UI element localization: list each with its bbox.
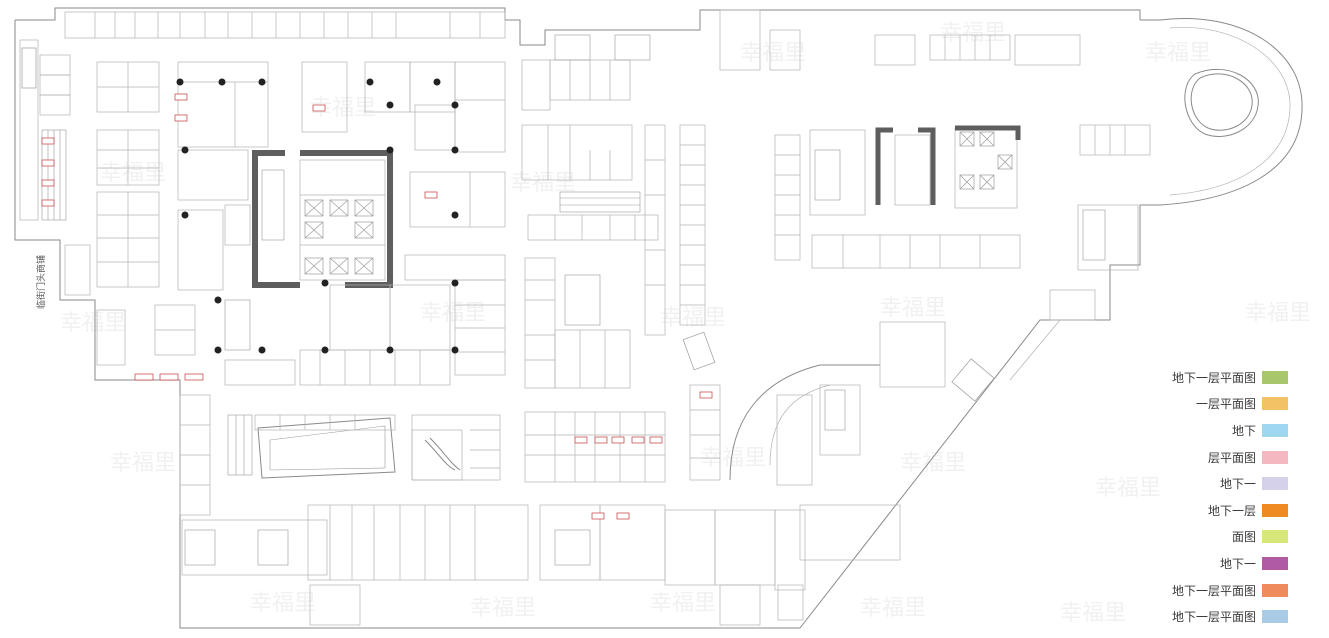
center-right-shops xyxy=(521,34,666,389)
legend-swatch xyxy=(1262,477,1288,491)
east-cores xyxy=(719,9,1139,271)
middle-shops xyxy=(224,61,506,386)
watermark: 幸福里 xyxy=(100,161,166,186)
legend-swatch xyxy=(1262,556,1288,570)
left-block-shops xyxy=(64,61,196,366)
legend-label: 地下一 xyxy=(1219,477,1256,492)
watermarks: 幸福里 幸福里 幸福里 幸福里 幸福里 幸福里 幸福里 幸福里 幸福里 幸福里 … xyxy=(60,21,1311,626)
legend-item: 地下一层平面图 xyxy=(1148,577,1288,604)
legend-label: 面图 xyxy=(1231,530,1256,545)
legend-label: 地下一层平面图 xyxy=(1171,583,1256,598)
legend-label: 地下一层平面图 xyxy=(1171,610,1256,625)
side-vertical-label: 临街门头商铺 xyxy=(35,255,47,309)
structural-columns xyxy=(176,78,459,354)
watermark: 幸福里 xyxy=(1145,41,1211,66)
map-legend: 地下一层平面图一层平面图地下层平面图地下一地下一层面图地下一地下一层平面图地下一… xyxy=(1148,364,1288,630)
watermark: 幸福里 xyxy=(880,296,946,321)
top-shop-row xyxy=(64,11,506,39)
legend-item: 地下一 xyxy=(1148,550,1288,577)
legend-label: 地下一层平面图 xyxy=(1171,370,1256,385)
lower-right-units xyxy=(682,289,1096,486)
watermark: 幸福里 xyxy=(660,306,726,331)
legend-swatch xyxy=(1262,450,1288,464)
upper-left-anchor xyxy=(177,61,348,291)
legend-label: 一层平面图 xyxy=(1195,397,1256,412)
service-bays xyxy=(679,34,1151,326)
watermark: 幸福里 xyxy=(1060,601,1126,626)
legend-label: 地下一层 xyxy=(1207,503,1256,518)
legend-item: 层平面图 xyxy=(1148,444,1288,471)
legend-swatch xyxy=(1262,370,1288,384)
watermark: 幸福里 xyxy=(110,451,176,476)
legend-item: 地下一层平面图 xyxy=(1148,603,1288,630)
watermark: 幸福里 xyxy=(740,41,806,66)
legend-item: 一层平面图 xyxy=(1148,391,1288,418)
legend-item: 地下 xyxy=(1148,417,1288,444)
legend-swatch xyxy=(1262,397,1288,411)
watermark: 幸福里 xyxy=(470,596,536,621)
legend-item: 面图 xyxy=(1148,524,1288,551)
legend-swatch xyxy=(1262,530,1288,544)
lower-mall xyxy=(179,394,901,626)
legend-label: 地下一 xyxy=(1219,556,1256,571)
legend-item: 地下一 xyxy=(1148,470,1288,497)
legend-swatch xyxy=(1262,423,1288,437)
legend-swatch xyxy=(1262,610,1288,624)
building-outline xyxy=(14,7,1303,629)
left-shop-strip xyxy=(19,39,71,221)
legend-label: 地下 xyxy=(1231,423,1256,438)
legend-swatch xyxy=(1262,503,1288,517)
watermark: 幸福里 xyxy=(1095,476,1161,501)
shop-markers xyxy=(41,93,713,520)
watermark: 幸福里 xyxy=(250,591,316,616)
legend-item: 地下一层平面图 xyxy=(1148,364,1288,391)
legend-item: 地下一层 xyxy=(1148,497,1288,524)
legend-swatch xyxy=(1262,583,1288,597)
watermark: 幸福里 xyxy=(650,591,716,616)
legend-label: 层平面图 xyxy=(1207,450,1256,465)
watermark: 幸福里 xyxy=(940,21,1006,46)
central-core xyxy=(252,150,393,288)
watermark: 幸福里 xyxy=(900,451,966,476)
watermark: 幸福里 xyxy=(60,311,126,336)
watermark: 幸福里 xyxy=(1245,301,1311,326)
watermark: 幸福里 xyxy=(860,596,926,621)
